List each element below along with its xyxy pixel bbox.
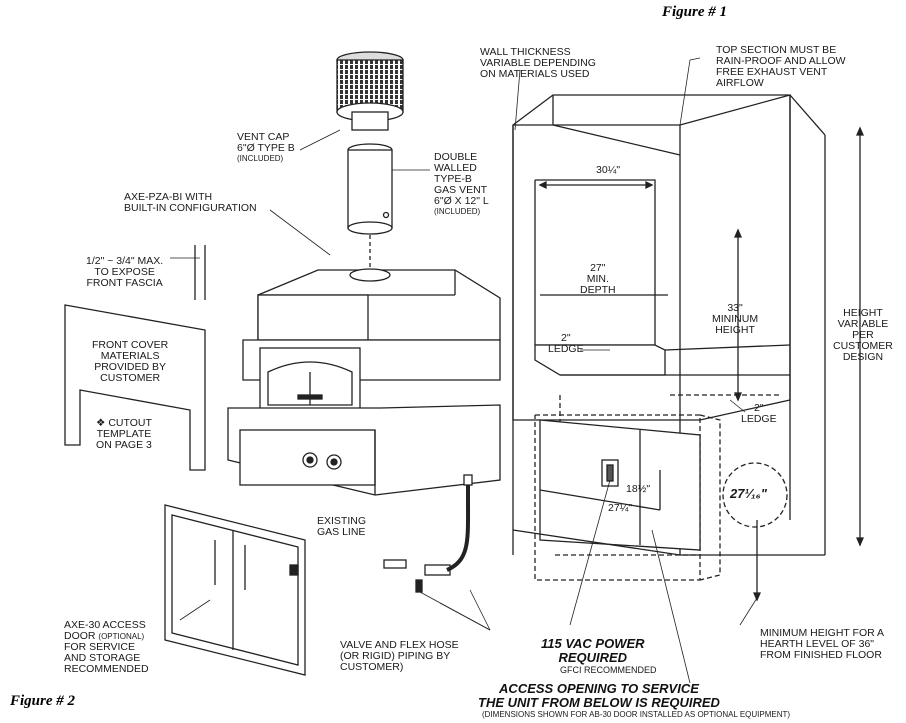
double-walled-label: DOUBLE WALLED TYPE-B GAS VENT 6"Ø x 12" … bbox=[434, 151, 489, 217]
dim-30: 30¼" bbox=[596, 164, 621, 176]
axe30-line: AND STORAGE bbox=[64, 652, 141, 664]
front-cover-line: FRONT COVER bbox=[92, 339, 169, 351]
access-opening-line: ACCESS OPENING TO SERVICE bbox=[499, 681, 699, 696]
dim-27b: 27¼" bbox=[608, 502, 633, 514]
ledge-right-line: LEDGE bbox=[741, 413, 777, 425]
existing-gas-label: EXISTING GAS LINE bbox=[317, 516, 366, 538]
fascia-line: 1/2" ~ 3/4" MAX. bbox=[86, 255, 164, 267]
ledge-right-line: 2" bbox=[754, 402, 764, 414]
min-height-line: MININUM bbox=[712, 313, 759, 325]
min-hearth-line: FROM FINISHED FLOOR bbox=[760, 649, 882, 661]
vent-cap-included: (INCLUDED) bbox=[237, 154, 284, 163]
vent-cap-label: VENT CAP 6"Ø TYPE B (INCLUDED) bbox=[237, 131, 295, 164]
access-dims-note: (DIMENSIONS SHOWN FOR AB-30 DOOR INSTALL… bbox=[482, 710, 791, 719]
axe-pza-label: AXE-PZA-BI WITH BUILT-IN CONFIGURATION bbox=[124, 192, 257, 214]
min-hearth-line: MINIMUM HEIGHT FOR A bbox=[760, 627, 885, 639]
axe-pza-line: BUILT-IN CONFIGURATION bbox=[124, 202, 257, 214]
double-walled-line: TYPE-B bbox=[434, 173, 472, 185]
top-section-line: FREE EXHAUST VENT bbox=[716, 66, 828, 78]
top-section-line: TOP SECTION MUST BE bbox=[716, 44, 837, 56]
cutout-line: TEMPLATE bbox=[96, 428, 152, 440]
enclosure bbox=[512, 94, 864, 602]
axe30-door-row: DOOR (OPTIONAL) bbox=[64, 631, 149, 642]
vac-power-line: REQUIRED bbox=[558, 650, 628, 665]
double-walled-line: DOUBLE bbox=[434, 151, 478, 163]
height-variable-line: DESIGN bbox=[842, 351, 884, 363]
wall-thickness-label: WALL THICKNESS VARIABLE DEPENDING ON MAT… bbox=[480, 47, 596, 80]
fascia-label: 1/2" ~ 3/4" MAX. TO EXPOSE FRONT FASCIA bbox=[86, 256, 163, 289]
cutout-line: ON PAGE 3 bbox=[96, 439, 152, 451]
front-cover-label: FRONT COVER MATERIALS PROVIDED BY CUSTOM… bbox=[92, 340, 168, 384]
min-height-label: 33" MININUM HEIGHT bbox=[712, 303, 758, 336]
top-section-label: TOP SECTION MUST BE RAIN-PROOF AND ALLOW… bbox=[716, 45, 846, 89]
fascia-line: TO EXPOSE bbox=[94, 266, 155, 278]
vent-pipe bbox=[347, 143, 393, 235]
front-cover-line: MATERIALS bbox=[100, 350, 160, 362]
vent-cap bbox=[336, 51, 404, 131]
vent-cap-line: 6"Ø TYPE B bbox=[237, 142, 295, 154]
top-section-line: AIRFLOW bbox=[716, 77, 764, 89]
ledge-right-label: 2" LEDGE bbox=[741, 403, 777, 425]
gfci-label: GFCI RECOMMENDED bbox=[560, 665, 657, 675]
axe30-line: RECOMMENDED bbox=[64, 663, 149, 675]
axe30-optional: (OPTIONAL) bbox=[98, 632, 145, 641]
double-walled-included: (INCLUDED) bbox=[434, 207, 481, 216]
valve-label: VALVE AND FLEX HOSE (OR RIGID) PIPING BY… bbox=[340, 640, 459, 673]
ledge-left-label: 2" LEDGE bbox=[548, 333, 584, 355]
double-walled-line: WALLED bbox=[434, 162, 477, 174]
wall-thickness-line: ON MATERIALS USED bbox=[480, 68, 590, 80]
height-variable-line: VARIABLE bbox=[837, 318, 889, 330]
figure-1-label: Figure # 1 bbox=[662, 4, 728, 20]
double-walled-line: GAS VENT bbox=[434, 184, 488, 196]
pizza-oven bbox=[227, 268, 501, 496]
cutout-label: ❖ CUTOUT TEMPLATE ON PAGE 3 bbox=[96, 418, 152, 451]
double-walled-line: 6"Ø x 12" L bbox=[434, 195, 489, 207]
gas-line bbox=[383, 474, 473, 593]
front-cover-line: CUSTOMER bbox=[100, 372, 161, 384]
front-cover bbox=[64, 245, 206, 471]
min-hearth-line: HEARTH LEVEL OF 36" bbox=[760, 638, 875, 650]
vac-power-line: 115 VAC POWER bbox=[541, 636, 645, 651]
top-section-line: RAIN-PROOF AND ALLOW bbox=[716, 55, 846, 67]
dim-18: 18½" bbox=[626, 483, 651, 495]
existing-gas-line: EXISTING bbox=[317, 515, 367, 527]
depth-line: DEPTH bbox=[580, 284, 616, 296]
height-variable-label: HEIGHT VARIABLE PER CUSTOMER DESIGN bbox=[833, 308, 893, 363]
ledge-left-line: 2" bbox=[561, 332, 571, 344]
figure-2-label: Figure # 2 bbox=[10, 693, 76, 709]
height-variable-line: CUSTOMER bbox=[833, 340, 893, 352]
depth-line: MIN. bbox=[586, 273, 609, 285]
valve-line: VALVE AND FLEX HOSE bbox=[340, 639, 459, 651]
height-variable-line: HEIGHT bbox=[843, 307, 883, 319]
axe-pza-line: AXE-PZA-BI WITH bbox=[124, 191, 213, 203]
access-door bbox=[164, 504, 306, 676]
axe30-door: DOOR bbox=[64, 630, 96, 642]
access-opening-line: THE UNIT FROM BELOW IS REQUIRED bbox=[478, 695, 720, 710]
fascia-line: FRONT FASCIA bbox=[86, 277, 163, 289]
wall-thickness-line: VARIABLE DEPENDING bbox=[480, 57, 596, 69]
existing-gas-line: GAS LINE bbox=[317, 526, 366, 538]
front-cover-line: PROVIDED BY bbox=[94, 361, 166, 373]
valve-line: CUSTOMER) bbox=[340, 661, 404, 673]
axe30-line: AXE-30 ACCESS bbox=[64, 619, 146, 631]
axe30-line: FOR SERVICE bbox=[64, 641, 135, 653]
ledge-left-line: LEDGE bbox=[548, 343, 584, 355]
wall-thickness-line: WALL THICKNESS bbox=[480, 46, 571, 58]
min-height-line: HEIGHT bbox=[715, 324, 755, 336]
min-height-line: 33" bbox=[727, 302, 743, 314]
vac-power-label: 115 VAC POWER REQUIRED bbox=[541, 637, 645, 665]
vent-cap-line: VENT CAP bbox=[237, 131, 290, 143]
depth-line: 27" bbox=[590, 262, 606, 274]
dim-27c: 27¹⁄₁₆" bbox=[730, 486, 767, 501]
access-opening-label: ACCESS OPENING TO SERVICE THE UNIT FROM … bbox=[478, 682, 720, 710]
depth-label: 27" MIN. DEPTH bbox=[580, 263, 616, 296]
axe30-label: AXE-30 ACCESS DOOR (OPTIONAL) FOR SERVIC… bbox=[64, 620, 149, 675]
height-variable-line: PER bbox=[852, 329, 874, 341]
cutout-line: ❖ CUTOUT bbox=[96, 417, 152, 429]
valve-line: (OR RIGID) PIPING BY bbox=[340, 650, 451, 662]
min-hearth-label: MINIMUM HEIGHT FOR A HEARTH LEVEL OF 36"… bbox=[760, 628, 884, 661]
